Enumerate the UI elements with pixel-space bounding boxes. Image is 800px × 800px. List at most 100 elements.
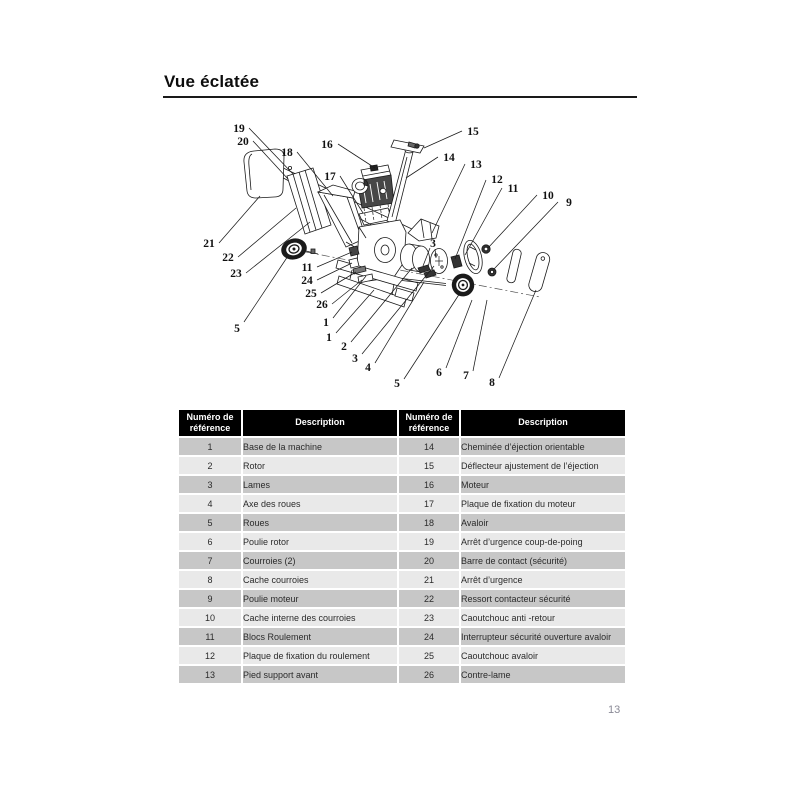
cell-ref: 21 [399,571,459,588]
cell-desc: Ressort contacteur sécurité [461,590,625,607]
cell-desc: Caoutchouc avaloir [461,647,625,664]
callout-6: 6 [436,367,442,379]
callout-2: 2 [341,341,347,353]
cell-desc: Cheminée d’éjection orientable [461,438,625,455]
cell-ref: 10 [179,609,241,626]
callout-19: 19 [233,123,245,135]
cell-ref: 19 [399,533,459,550]
cell-ref: 1 [179,438,241,455]
cell-ref: 4 [179,495,241,512]
callout-labels: 19 20 18 16 17 15 14 13 12 11 10 9 21 22… [203,123,572,390]
callout-13: 13 [470,159,482,171]
cell-ref: 24 [399,628,459,645]
callout-23: 23 [230,268,242,280]
cell-desc: Cache courroies [243,571,397,588]
callout-9: 9 [566,197,572,209]
cell-ref: 6 [179,533,241,550]
cell-ref: 7 [179,552,241,569]
callout-16: 16 [321,139,333,151]
cell-ref: 18 [399,514,459,531]
header-desc-1: Description [243,410,397,436]
cell-ref: 15 [399,457,459,474]
cell-desc: Arrêt d’urgence [461,571,625,588]
table-header-row: Numéro de référence Description Numéro d… [179,410,625,436]
callout-21: 21 [203,238,215,250]
cell-desc: Moteur [461,476,625,493]
callout-12: 12 [491,174,503,186]
cell-ref: 3 [179,476,241,493]
callout-8: 8 [489,377,495,389]
callout-18: 18 [281,147,293,159]
callout-14: 14 [443,152,455,164]
callout-17: 17 [324,171,336,183]
callout-20: 20 [237,136,249,148]
cell-ref: 26 [399,666,459,683]
cell-desc: Déflecteur ajustement de l’éjection [461,457,625,474]
callout-5b: 5 [394,378,400,390]
cell-desc: Plaque de fixation du roulement [243,647,397,664]
cell-desc: Axe des roues [243,495,397,512]
header-ref-2: Numéro de référence [399,410,459,436]
callout-4: 4 [365,362,371,374]
exploded-view-diagram: 19 20 18 16 17 15 14 13 12 11 10 9 21 22… [203,123,572,390]
callout-1a: 1 [323,317,329,329]
cell-ref: 22 [399,590,459,607]
title-underline [163,96,637,98]
cell-ref: 23 [399,609,459,626]
cell-ref: 12 [179,647,241,664]
cell-ref: 25 [399,647,459,664]
cell-desc: Poulie rotor [243,533,397,550]
cell-ref: 14 [399,438,459,455]
cell-ref: 9 [179,590,241,607]
cell-desc: Contre-lame [461,666,625,683]
page-title: Vue éclatée [164,72,260,91]
cell-desc: Cache interne des courroies [243,609,397,626]
callout-5a: 5 [234,323,240,335]
callout-11b: 11 [302,262,313,274]
cell-desc: Avaloir [461,514,625,531]
cell-ref: 13 [179,666,241,683]
callout-26: 26 [316,299,328,311]
cell-desc: Blocs Roulement [243,628,397,645]
cell-ref: 17 [399,495,459,512]
cell-desc: Barre de contact (sécurité) [461,552,625,569]
cell-desc: Interrupteur sécurité ouverture avaloir [461,628,625,645]
header-ref-1: Numéro de référence [179,410,241,436]
cell-ref: 11 [179,628,241,645]
callout-7: 7 [463,370,469,382]
cell-ref: 20 [399,552,459,569]
page-number: 13 [608,704,621,716]
cell-ref: 16 [399,476,459,493]
cell-desc: Poulie moteur [243,590,397,607]
callout-3b: 3 [430,238,436,250]
cell-desc: Caoutchouc anti -retour [461,609,625,626]
callout-25: 25 [305,288,317,300]
cell-desc: Pied support avant [243,666,397,683]
callout-3a: 3 [352,353,358,365]
parts-table: Numéro de référence Description Numéro d… [177,408,627,685]
cell-desc: Plaque de fixation du moteur [461,495,625,512]
callout-15: 15 [467,126,479,138]
cell-desc: Arrêt d’urgence coup-de-poing [461,533,625,550]
cell-ref: 2 [179,457,241,474]
cell-ref: 5 [179,514,241,531]
leader-lines [218,127,559,380]
cell-desc: Roues [243,514,397,531]
machine-parts [243,139,551,308]
callout-24: 24 [301,275,313,287]
callout-1b: 1 [326,332,332,344]
cell-desc: Lames [243,476,397,493]
callout-22: 22 [222,252,234,264]
